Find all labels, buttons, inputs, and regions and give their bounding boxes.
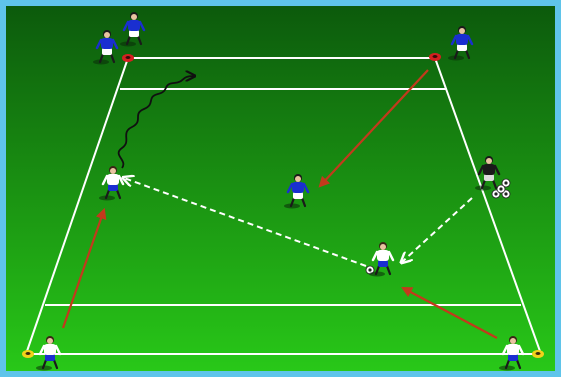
cone-yellow-bottom-right <box>532 350 544 358</box>
cone-red-top-right <box>429 53 441 61</box>
cone-yellow-bottom-left <box>22 350 34 358</box>
grass-field <box>6 6 555 371</box>
cone-red-top-left <box>122 54 134 62</box>
ball-icon <box>497 185 505 193</box>
